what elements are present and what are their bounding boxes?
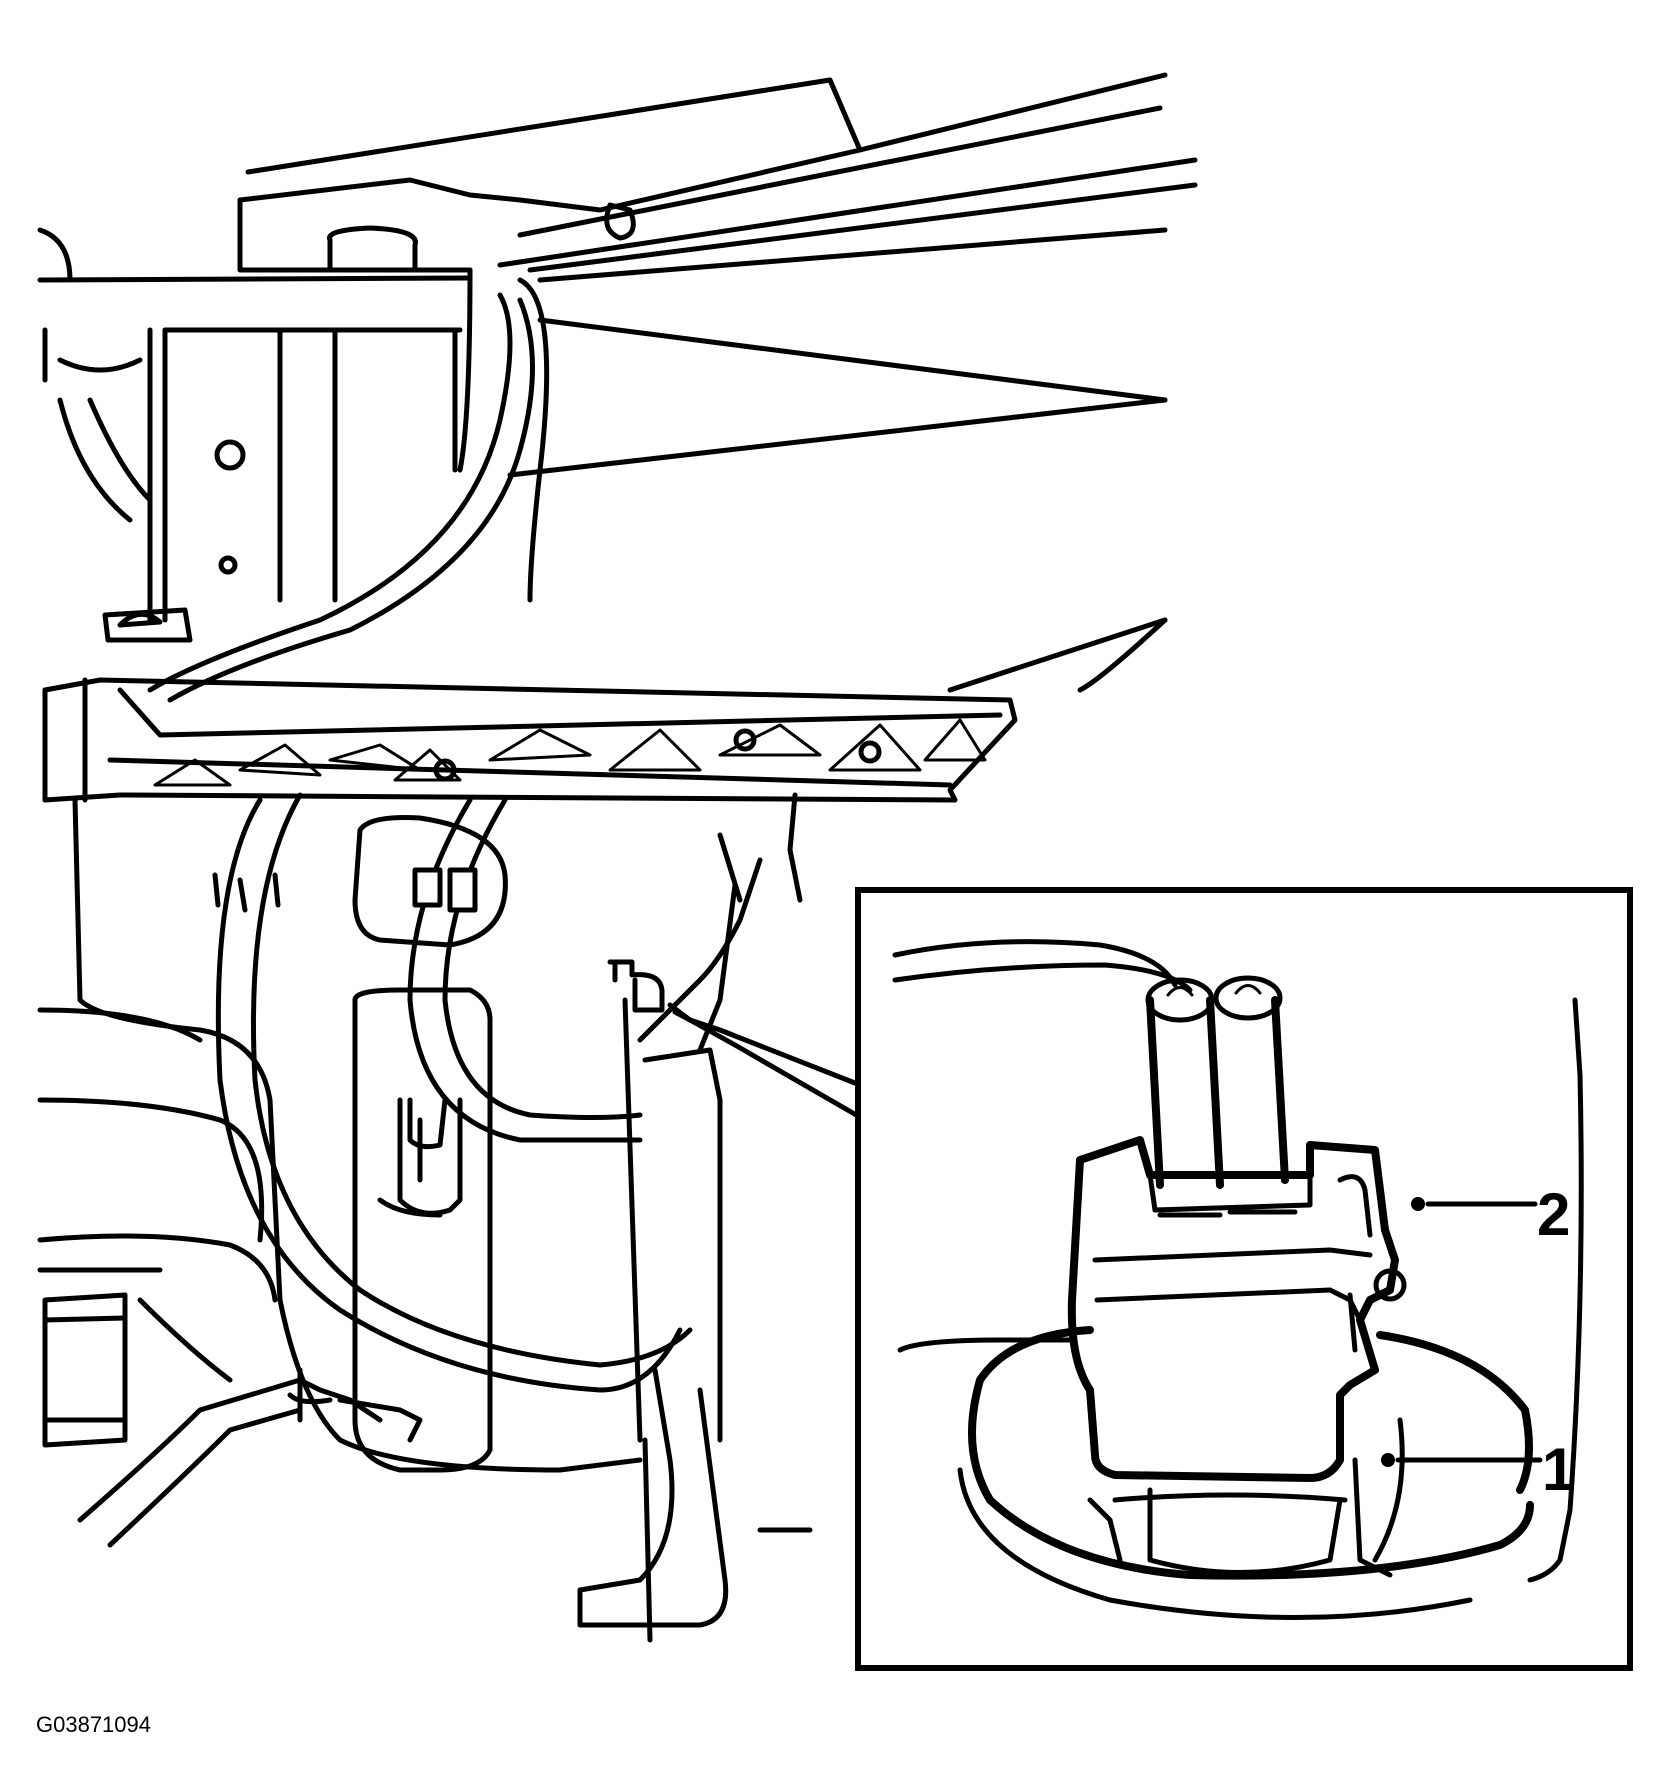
detail-inset [855,887,1633,1671]
callout-label-1: 1 [1542,1436,1575,1503]
detail-pointer [667,1002,868,1123]
fuel-tank [37,792,813,1643]
figure-id: G03871094 [36,1712,151,1737]
detail-view-icon [607,959,665,1013]
callout-2: 2 [1411,1181,1570,1248]
callout-label-2: 2 [1537,1181,1570,1248]
wiring-harness [147,292,693,1393]
left-bracket [37,227,463,643]
fuel-filter-assembly [287,1097,463,1443]
cross-member [42,617,1168,803]
left-fuel-lines [42,1292,303,1548]
callout-1: 1 [1381,1436,1575,1503]
upper-body-panels [37,72,1198,603]
